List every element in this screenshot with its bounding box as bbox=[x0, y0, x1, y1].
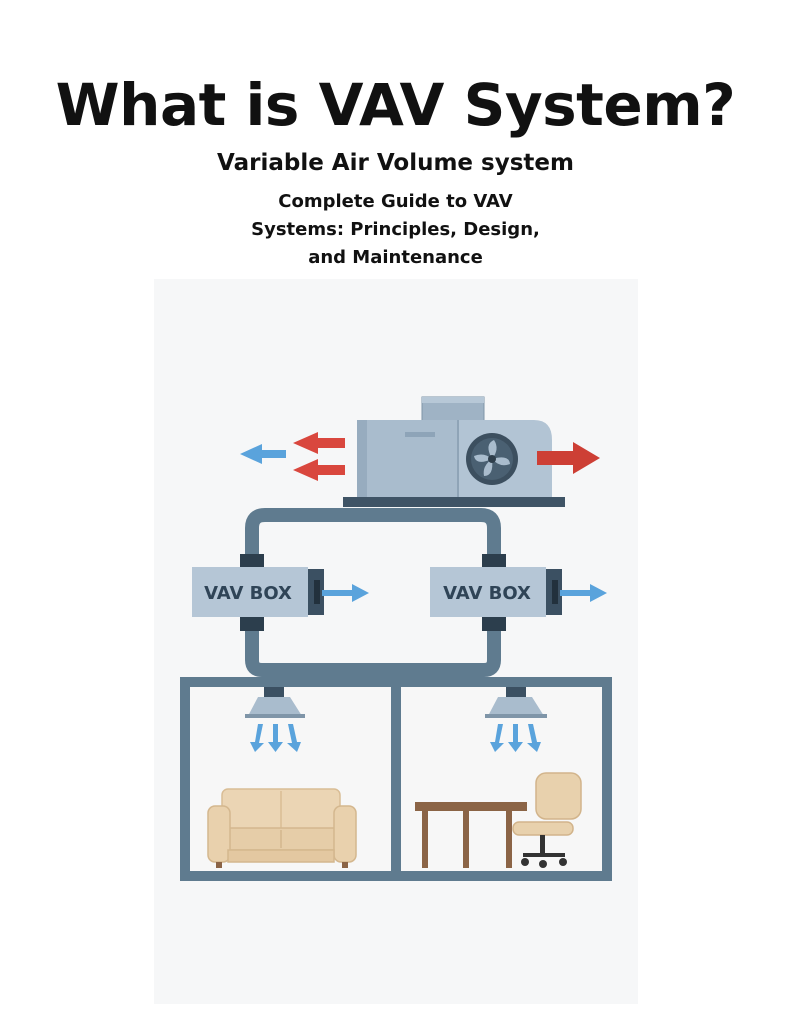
supply-arrow-icon bbox=[322, 584, 369, 602]
vav-box-right: VAV BOX bbox=[430, 567, 562, 617]
fan-icon bbox=[466, 433, 518, 485]
supply-duct bbox=[245, 508, 501, 677]
guide-line-3: and Maintenance bbox=[308, 247, 483, 268]
guide-line-2: Systems: Principles, Design, bbox=[251, 219, 540, 240]
duct-connector bbox=[482, 617, 506, 631]
table-icon bbox=[415, 802, 527, 868]
duct-connector bbox=[240, 554, 264, 568]
diffuser-icon bbox=[245, 687, 305, 718]
guide-line-1: Complete Guide to VAV bbox=[278, 191, 513, 212]
outlet-arrow-icon bbox=[537, 442, 600, 474]
diagram-panel bbox=[154, 279, 638, 1004]
page-title: What is VAV System? bbox=[55, 71, 736, 139]
vav-box-label: VAV BOX bbox=[204, 583, 292, 604]
page-subtitle: Variable Air Volume system bbox=[217, 150, 574, 176]
vav-box-label: VAV BOX bbox=[443, 583, 531, 604]
return-air-arrow-icon bbox=[240, 444, 286, 464]
office-chair-icon bbox=[512, 772, 582, 868]
sofa-icon bbox=[207, 788, 357, 868]
diffuser-icon bbox=[485, 687, 547, 718]
exhaust-air-arrow-icon bbox=[293, 432, 345, 481]
duct-connector bbox=[482, 554, 506, 568]
supply-arrow-icon bbox=[560, 584, 607, 602]
air-handling-unit-icon bbox=[343, 396, 565, 507]
vav-box-left: VAV BOX bbox=[192, 567, 324, 617]
air-flow-arrows bbox=[250, 724, 541, 752]
duct-connector bbox=[240, 617, 264, 631]
guide-description: Complete Guide to VAV Systems: Principle… bbox=[0, 188, 791, 272]
